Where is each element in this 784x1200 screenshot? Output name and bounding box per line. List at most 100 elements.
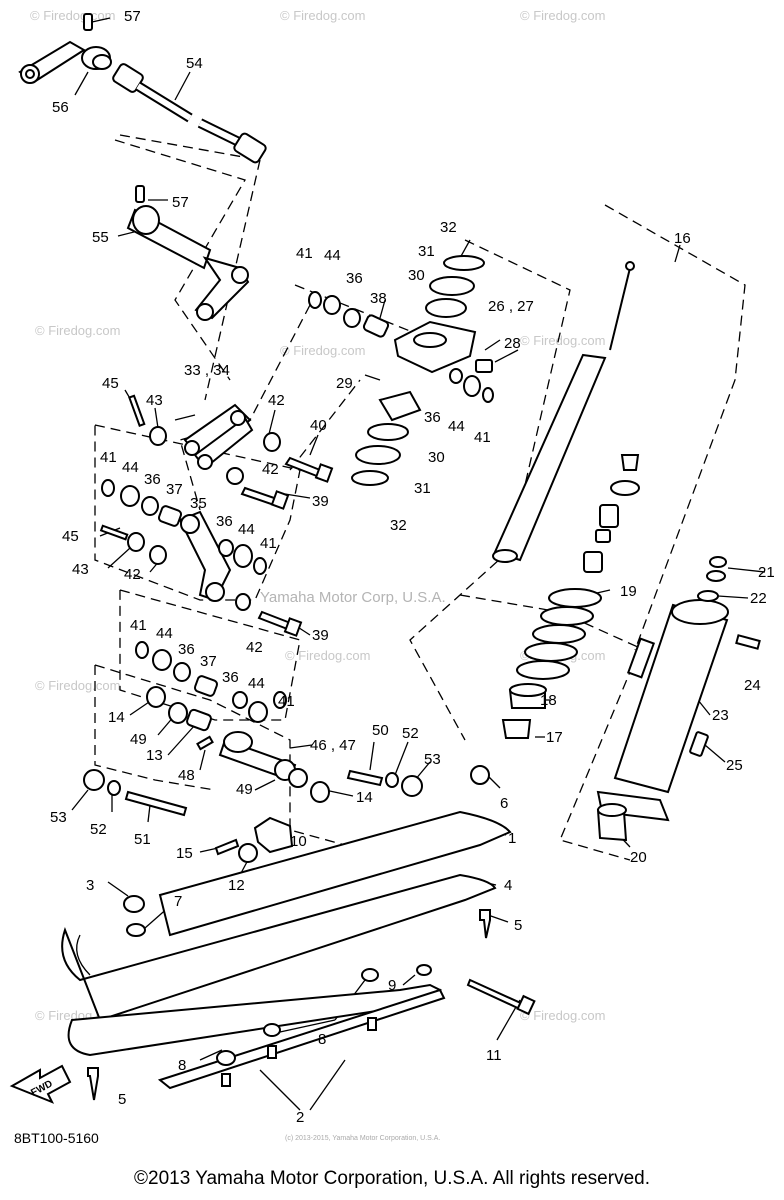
shock-boundary: [459, 594, 641, 861]
bolt-40-head: [314, 463, 334, 483]
leader-line: [727, 567, 766, 573]
callout-36: 36: [346, 270, 363, 287]
ring-32b: [351, 470, 389, 486]
leader-line: [364, 374, 381, 381]
crank-boss-end: [92, 54, 112, 70]
callout-33-34: 33 , 34: [184, 362, 230, 379]
firedog-watermark: © Firedog.com: [280, 343, 365, 358]
callout-55: 55: [92, 229, 109, 246]
callout-30: 30: [428, 449, 445, 466]
bushing-set-left-2: [135, 641, 287, 751]
callout-41: 41: [296, 245, 313, 262]
link-boundary: [179, 304, 311, 511]
pin-48: [196, 735, 214, 751]
shaft-body-fill: [136, 83, 192, 121]
callout-44: 44: [324, 247, 341, 264]
callout-54: 54: [186, 55, 203, 72]
bushing-49: [168, 702, 188, 724]
callout-42: 42: [268, 392, 285, 409]
callout-16: 16: [674, 230, 691, 247]
leader-line: [402, 974, 416, 986]
leader-line: [717, 595, 749, 599]
rod-end: [492, 549, 518, 563]
callout-44: 44: [238, 521, 255, 538]
spring-seat-top: [509, 683, 547, 697]
callout-4: 4: [504, 877, 512, 894]
callout-29: 29: [336, 375, 353, 392]
set-screw-57b: [135, 185, 145, 203]
collar-37b: [193, 675, 219, 697]
callout-46-47: 46 , 47: [310, 737, 356, 754]
stud: [221, 1073, 231, 1087]
leader-line: [394, 741, 409, 776]
nut-8: [361, 968, 379, 982]
firedog-watermark: © Firedog.com: [285, 648, 370, 663]
part-code: 8BT100-5160: [14, 1130, 99, 1146]
callout-41: 41: [100, 449, 117, 466]
bushing-29: [378, 390, 422, 422]
ring-30: [425, 298, 467, 318]
seal-44c: [233, 544, 253, 568]
valve-top: [620, 454, 640, 471]
nut-12: [238, 843, 258, 863]
seal-44: [323, 295, 341, 315]
nut-8c: [216, 1050, 236, 1066]
seal-44: [120, 485, 140, 507]
fwd-arrow-shape: [9, 1064, 72, 1104]
callout-22: 22: [750, 590, 767, 607]
leader-line: [259, 1069, 301, 1111]
valve-washer: [610, 480, 640, 496]
callout-56: 56: [52, 99, 69, 116]
forward-arrow: FWD: [9, 1064, 72, 1104]
shock-cylinder-top: [671, 599, 729, 625]
callout-50: 50: [372, 722, 389, 739]
washer-22: [697, 590, 719, 602]
callout-44: 44: [448, 418, 465, 435]
valve-nut: [595, 529, 611, 543]
link-35-hole: [205, 582, 225, 602]
bump-stop-17: [501, 719, 532, 739]
callout-41: 41: [278, 693, 295, 710]
damper-upper: [351, 255, 494, 486]
nut-53b: [401, 775, 423, 797]
callout-36: 36: [144, 471, 161, 488]
callout-1: 1: [508, 830, 516, 847]
washer-42b: [226, 467, 244, 485]
washer-52: [107, 780, 121, 796]
shock-reservoir-clip: [626, 637, 656, 679]
washer-41c: [253, 557, 267, 575]
rod-tip: [625, 261, 635, 271]
nut-21b: [706, 570, 726, 582]
bolt-11: [466, 978, 527, 1012]
crank-lever-eye2: [231, 266, 249, 284]
callout-5: 5: [514, 917, 522, 934]
link-boundary: [119, 589, 301, 721]
ski-4: [61, 873, 497, 1022]
callout-7: 7: [174, 893, 182, 910]
callout-12: 12: [228, 877, 245, 894]
callout-8: 8: [178, 1057, 186, 1074]
leader-line: [199, 1049, 223, 1061]
bolt-39b-head: [283, 617, 303, 637]
parts-diagram: © Firedog.com © Firedog.com © Firedog.co…: [9, 8, 775, 1142]
callout-6: 6: [500, 795, 508, 812]
bushing-36d: [173, 662, 191, 682]
ski-assembly: [61, 810, 536, 1101]
callout-37: 37: [200, 653, 217, 670]
washer-52b: [385, 772, 399, 788]
valve-piston: [583, 551, 603, 573]
callout-45: 45: [62, 528, 79, 545]
crank-lever-eye: [196, 303, 214, 321]
copyright: ©2013 Yamaha Motor Corporation, U.S.A. A…: [134, 1168, 650, 1189]
shaft-spline-right: [233, 132, 267, 164]
callout-39: 39: [312, 493, 329, 510]
callout-35: 35: [190, 495, 207, 512]
leader-line: [379, 299, 386, 319]
link-33-34: [128, 394, 254, 470]
arm-boundary: [204, 159, 261, 401]
washer-41f: [482, 387, 494, 403]
bolt-5: [479, 909, 491, 939]
bushing-36e: [232, 691, 248, 709]
leader-line: [279, 1019, 336, 1033]
seal-44f: [463, 375, 481, 397]
